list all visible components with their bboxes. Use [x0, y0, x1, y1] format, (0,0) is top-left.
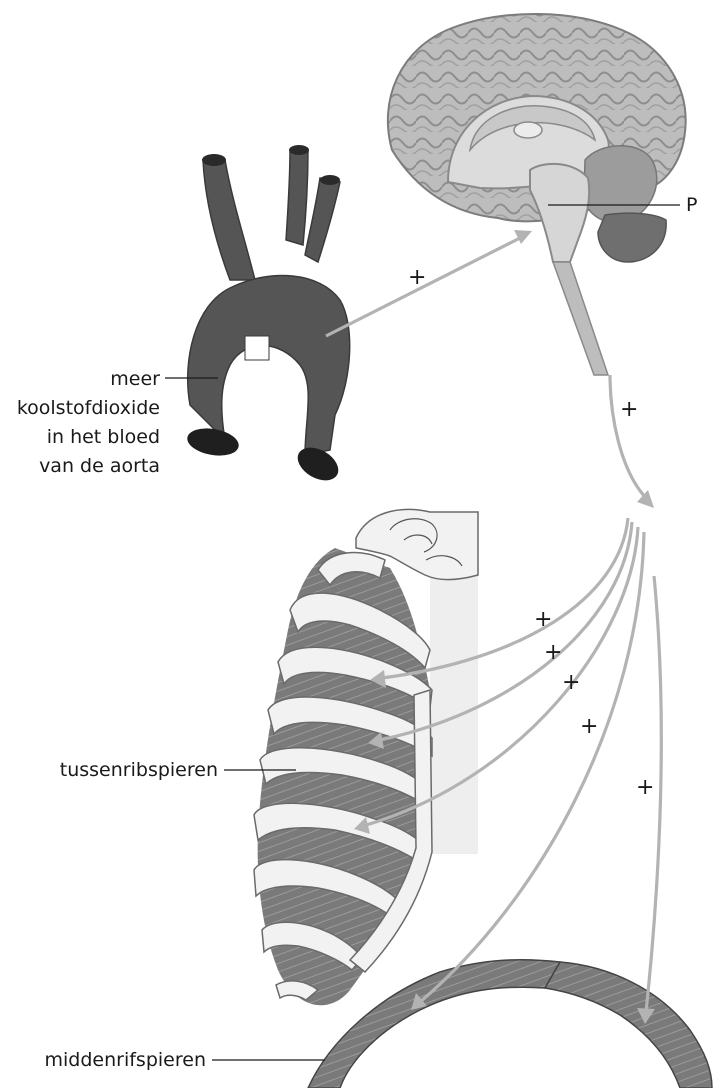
cerebellum	[584, 146, 657, 223]
plus-rib-2: +	[544, 640, 562, 665]
label-aorta-line3: in het bloed	[47, 426, 160, 448]
aortic-branch-middle	[286, 150, 308, 245]
plus-rib-4: +	[580, 714, 598, 739]
branch-opening-middle	[289, 145, 309, 155]
branch-opening-left	[202, 154, 226, 166]
rib-cage	[254, 509, 478, 1005]
branch-opening-right	[320, 175, 340, 185]
diaphragm-right	[545, 962, 712, 1088]
label-aorta-line2: koolstofdioxide	[17, 397, 160, 419]
chemoreceptor-marker	[245, 336, 269, 360]
plus-rib-3: +	[562, 670, 580, 695]
aortic-branch-right	[305, 178, 340, 262]
aortic-branch-left	[203, 160, 255, 280]
plus-diaphragm-right: +	[636, 775, 654, 800]
label-aorta-line4: van de aorta	[39, 455, 160, 477]
arrowhead-brain	[514, 230, 532, 244]
thalamus	[514, 122, 542, 138]
label-diaphragm: middenrifspieren	[45, 1049, 206, 1071]
label-intercostal: tussenribspieren	[60, 759, 218, 781]
brainstem	[530, 164, 589, 262]
spinal-cord	[553, 262, 608, 375]
label-aorta-line1: meer	[110, 368, 160, 390]
plus-aorta-to-brain: +	[408, 265, 426, 290]
plus-brain-down: +	[620, 397, 638, 422]
brain	[388, 14, 686, 375]
plus-rib-1: +	[534, 607, 552, 632]
diaphragm	[308, 960, 712, 1088]
label-p: P	[686, 194, 697, 216]
cerebellum-lower	[598, 213, 666, 262]
aorta-opening-left	[185, 425, 241, 460]
arrow-brain-down	[610, 375, 646, 498]
aorta	[185, 145, 350, 487]
aortic-arch	[188, 276, 350, 456]
